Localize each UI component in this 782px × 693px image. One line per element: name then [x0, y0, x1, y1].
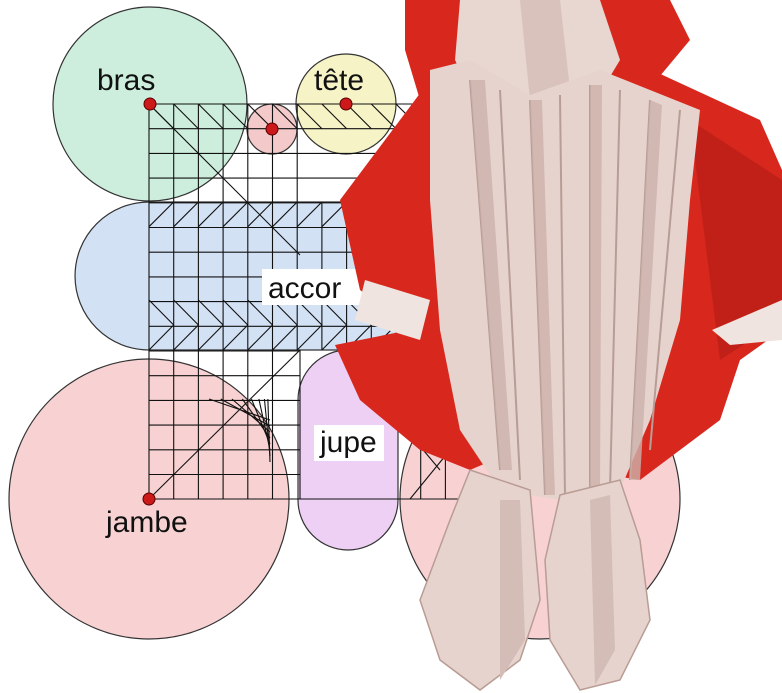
leg-node	[143, 493, 155, 505]
skirt-label: jupe	[319, 426, 377, 459]
head-node	[340, 98, 352, 110]
accordion-label: accor	[268, 272, 341, 305]
leg-label: jambe	[105, 506, 188, 539]
arm-label: bras	[97, 64, 155, 97]
small-flap-node	[266, 123, 278, 135]
head-label: tête	[314, 64, 364, 97]
arm-node	[144, 98, 156, 110]
